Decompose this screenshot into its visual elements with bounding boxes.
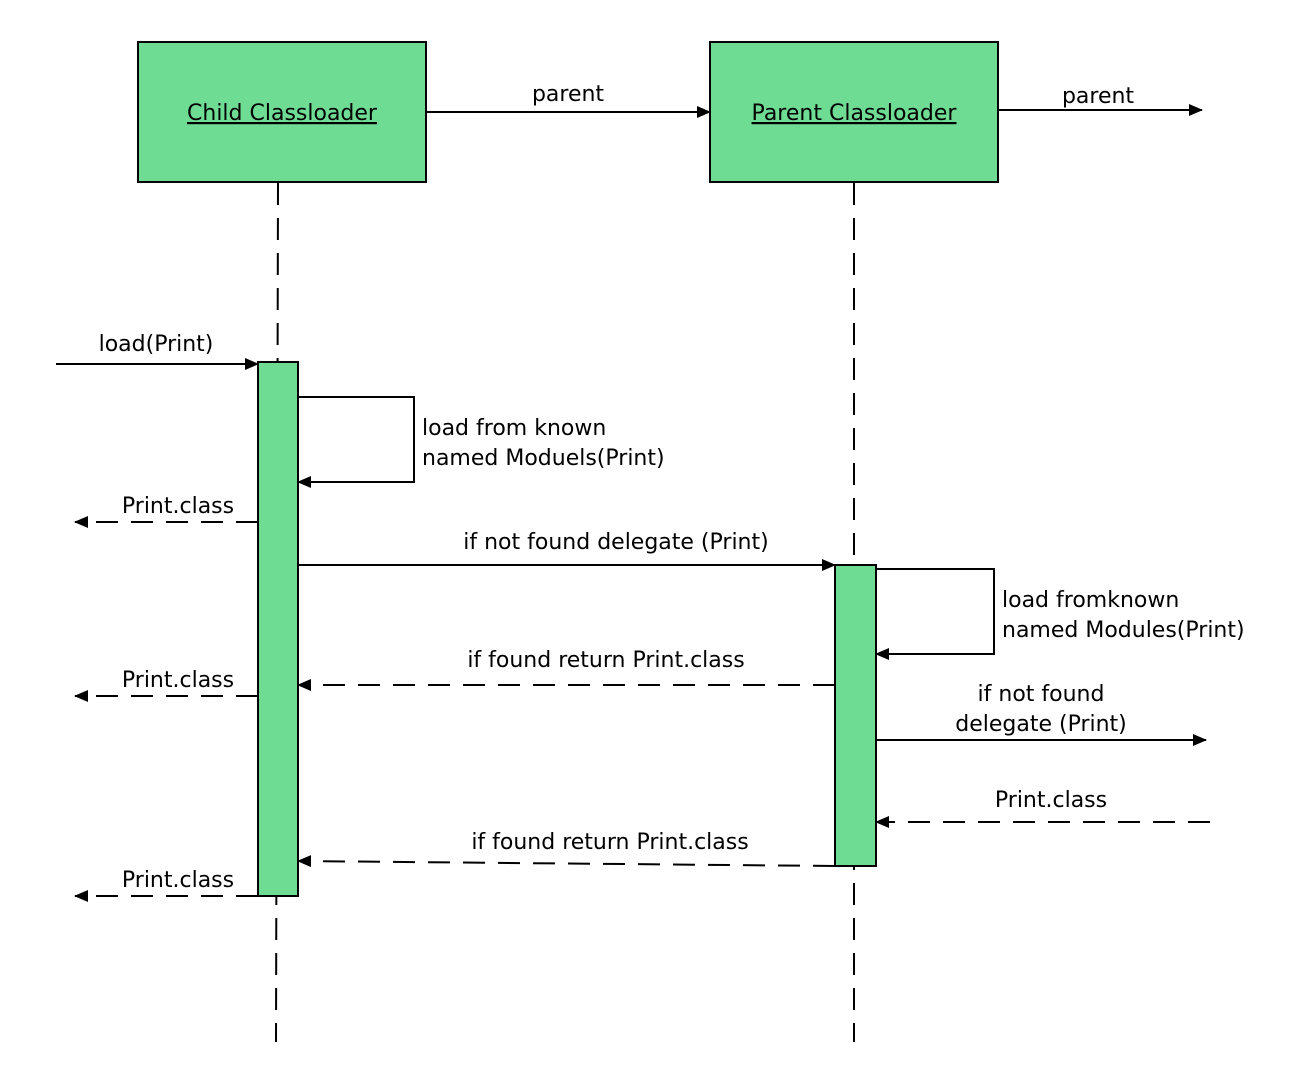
return-label-3: Print.class <box>122 868 234 893</box>
parent-self-call-arrow <box>875 568 995 660</box>
child-parent-label: parent <box>532 82 604 107</box>
parent-delegate-label-1: if not found <box>978 682 1105 707</box>
child-self-call-label-2: named Moduels(Print) <box>422 446 665 471</box>
found-return-arrow-2 <box>297 855 836 868</box>
child-self-call-label-1: load from known <box>422 416 606 441</box>
delegate-label: if not found delegate (Print) <box>463 530 768 555</box>
child-activation-bar <box>257 361 299 897</box>
parent-self-call-label-1: load fromknown <box>1002 588 1179 613</box>
parent-self-call-label-2: named Modules(Print) <box>1002 618 1245 643</box>
found-return-label-2: if found return Print.class <box>471 830 748 855</box>
child-classloader-box[interactable] <box>137 41 427 183</box>
parent-activation-bar <box>834 564 877 867</box>
child-classloader-title: Child Classloader <box>187 101 378 126</box>
parent-classloader-box[interactable] <box>709 41 999 183</box>
load-message-label: load(Print) <box>99 332 214 357</box>
incoming-return-label: Print.class <box>995 788 1107 813</box>
parent-classloader-title: Parent Classloader <box>752 101 958 126</box>
return-label-2: Print.class <box>122 668 234 693</box>
found-return-label-1: if found return Print.class <box>467 648 744 673</box>
return-label-1: Print.class <box>122 494 234 519</box>
parent-delegate-label-2: delegate (Print) <box>955 712 1127 737</box>
child-self-call-arrow <box>297 396 415 488</box>
parent-parent-label: parent <box>1062 84 1134 109</box>
